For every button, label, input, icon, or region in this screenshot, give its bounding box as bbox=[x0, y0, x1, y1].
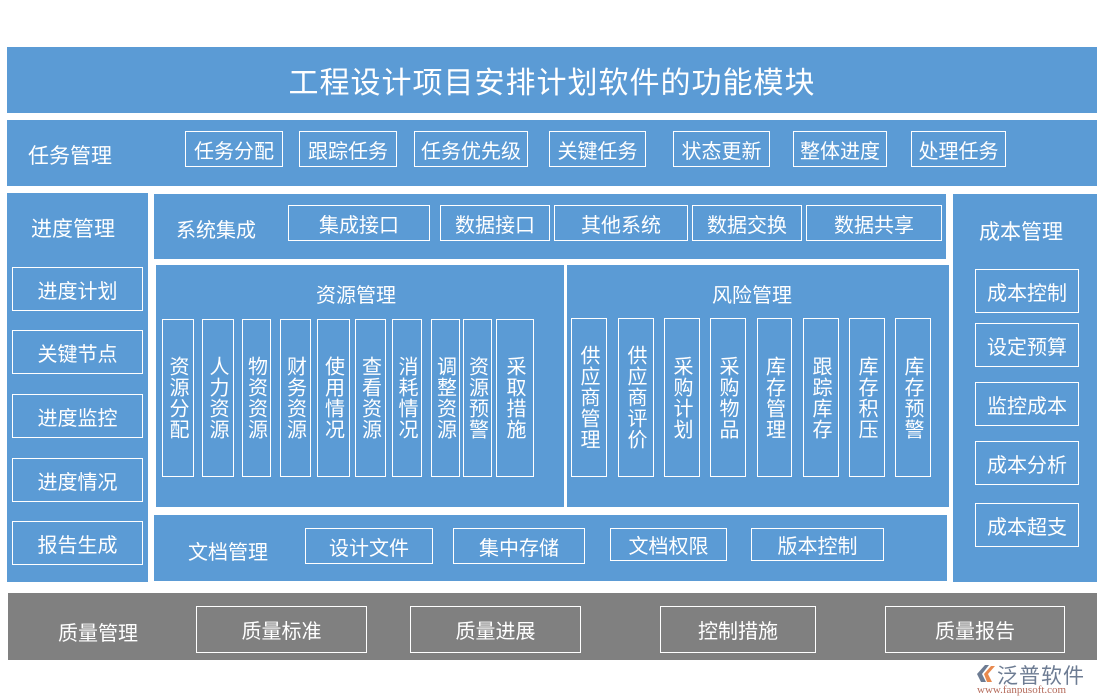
document-item-permissions[interactable]: 文档权限 bbox=[610, 528, 727, 561]
title-banner: 工程设计项目安排计划软件的功能模块 bbox=[7, 47, 1097, 113]
task-management-label: 任务管理 bbox=[28, 144, 112, 168]
resource-item-allocation[interactable]: 资源分配 bbox=[162, 319, 194, 477]
task-item-assign[interactable]: 任务分配 bbox=[185, 131, 283, 167]
risk-item-purchase-plan[interactable]: 采购计划 bbox=[664, 318, 700, 477]
schedule-item-report[interactable]: 报告生成 bbox=[12, 521, 143, 565]
schedule-item-milestones[interactable]: 关键节点 bbox=[12, 330, 143, 374]
system-integration-label: 系统集成 bbox=[176, 218, 256, 242]
integration-item-data-interface[interactable]: 数据接口 bbox=[440, 205, 550, 241]
quality-management-label: 质量管理 bbox=[58, 621, 138, 645]
document-item-central-storage[interactable]: 集中存储 bbox=[453, 528, 585, 564]
cost-item-budget[interactable]: 设定预算 bbox=[975, 323, 1079, 367]
task-item-overall-progress[interactable]: 整体进度 bbox=[793, 131, 887, 167]
resource-item-measures[interactable]: 采取措施 bbox=[496, 319, 534, 477]
resource-management-module: 资源管理 资源分配 人力资源 物资资源 财务资源 使用情况 查看资源 消耗情况 … bbox=[156, 265, 564, 507]
resource-item-alert[interactable]: 资源预警 bbox=[463, 319, 492, 477]
resource-management-label: 资源管理 bbox=[316, 283, 396, 307]
cost-item-analysis[interactable]: 成本分析 bbox=[975, 441, 1079, 485]
risk-item-supplier-eval[interactable]: 供应商评价 bbox=[618, 318, 654, 477]
risk-management-label: 风险管理 bbox=[712, 283, 792, 307]
resource-item-consumption[interactable]: 消耗情况 bbox=[392, 319, 422, 477]
schedule-item-plan[interactable]: 进度计划 bbox=[12, 267, 143, 311]
brand-watermark: 泛普软件 www.fanpusoft.com bbox=[975, 660, 1097, 700]
risk-item-inventory-mgmt[interactable]: 库存管理 bbox=[757, 318, 792, 477]
cost-item-control[interactable]: 成本控制 bbox=[975, 269, 1079, 313]
integration-item-other-systems[interactable]: 其他系统 bbox=[554, 205, 688, 241]
resource-item-adjust[interactable]: 调整资源 bbox=[431, 319, 460, 477]
schedule-management-module: 进度管理 进度计划 关键节点 进度监控 进度情况 报告生成 bbox=[7, 193, 148, 582]
risk-item-purchase-goods[interactable]: 采购物品 bbox=[710, 318, 746, 477]
resource-item-material[interactable]: 物资资源 bbox=[242, 319, 271, 477]
quality-item-progress[interactable]: 质量进展 bbox=[410, 606, 581, 653]
document-item-version-control[interactable]: 版本控制 bbox=[751, 528, 884, 561]
integration-item-data-sharing[interactable]: 数据共享 bbox=[806, 205, 942, 241]
quality-item-report[interactable]: 质量报告 bbox=[885, 606, 1065, 653]
system-integration-module: 系统集成 集成接口 数据接口 其他系统 数据交换 数据共享 bbox=[154, 194, 946, 259]
quality-item-control-measures[interactable]: 控制措施 bbox=[660, 606, 816, 653]
document-management-label: 文档管理 bbox=[188, 540, 268, 564]
brand-url: www.fanpusoft.com bbox=[977, 684, 1067, 696]
cost-item-monitor[interactable]: 监控成本 bbox=[975, 382, 1079, 426]
cost-management-module: 成本管理 成本控制 设定预算 监控成本 成本分析 成本超支 bbox=[953, 194, 1097, 582]
integration-item-interface[interactable]: 集成接口 bbox=[288, 205, 430, 241]
schedule-item-status[interactable]: 进度情况 bbox=[12, 458, 143, 502]
risk-item-overstock[interactable]: 库存积压 bbox=[849, 318, 885, 477]
resource-item-human[interactable]: 人力资源 bbox=[202, 319, 234, 477]
document-item-design-files[interactable]: 设计文件 bbox=[305, 528, 433, 564]
schedule-item-monitor[interactable]: 进度监控 bbox=[12, 394, 143, 438]
resource-item-view[interactable]: 查看资源 bbox=[355, 319, 386, 477]
task-item-handle[interactable]: 处理任务 bbox=[911, 131, 1006, 167]
task-item-track[interactable]: 跟踪任务 bbox=[299, 131, 397, 167]
task-item-priority[interactable]: 任务优先级 bbox=[414, 131, 528, 167]
risk-item-track-inventory[interactable]: 跟踪库存 bbox=[803, 318, 839, 477]
cost-management-label: 成本管理 bbox=[979, 220, 1063, 244]
risk-item-supplier-mgmt[interactable]: 供应商管理 bbox=[571, 318, 607, 477]
quality-management-module: 质量管理 质量标准 质量进展 控制措施 质量报告 bbox=[8, 593, 1097, 660]
integration-item-data-exchange[interactable]: 数据交换 bbox=[692, 205, 802, 241]
risk-management-module: 风险管理 供应商管理 供应商评价 采购计划 采购物品 库存管理 跟踪库存 库存积… bbox=[567, 265, 949, 507]
schedule-management-label: 进度管理 bbox=[31, 217, 115, 241]
page-title: 工程设计项目安排计划软件的功能模块 bbox=[288, 66, 816, 101]
resource-item-financial[interactable]: 财务资源 bbox=[280, 319, 311, 477]
resource-item-usage[interactable]: 使用情况 bbox=[317, 319, 350, 477]
task-management-module: 任务管理 任务分配 跟踪任务 任务优先级 关键任务 状态更新 整体进度 处理任务 bbox=[7, 120, 1097, 186]
brand-name: 泛普软件 bbox=[997, 664, 1085, 688]
cost-item-overrun[interactable]: 成本超支 bbox=[975, 503, 1079, 547]
quality-item-standards[interactable]: 质量标准 bbox=[196, 606, 367, 653]
brand-logo-icon bbox=[977, 665, 995, 682]
task-item-key[interactable]: 关键任务 bbox=[549, 131, 646, 167]
task-item-status-update[interactable]: 状态更新 bbox=[673, 131, 770, 167]
risk-item-inventory-alert[interactable]: 库存预警 bbox=[895, 318, 931, 477]
document-management-module: 文档管理 设计文件 集中存储 文档权限 版本控制 bbox=[154, 515, 947, 581]
